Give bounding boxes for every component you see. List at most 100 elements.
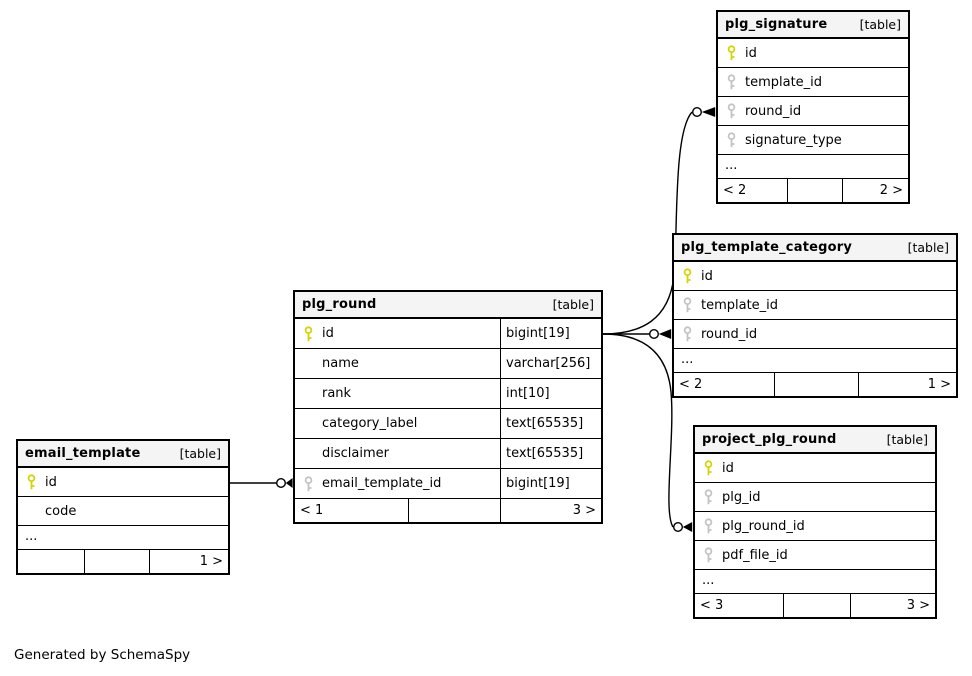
generator-credit: Generated by SchemaSpy: [14, 647, 191, 663]
column-row: plg_round_id: [695, 512, 935, 541]
table-badge: [table]: [886, 432, 928, 447]
table-footer: < 2 1 >: [674, 373, 956, 396]
column-name: id: [322, 326, 334, 341]
relation-email_template-plg_round: [230, 478, 293, 489]
column-row: template_id: [674, 291, 956, 320]
table-title-link[interactable]: plg_template_category: [681, 240, 853, 255]
zero-circle-icon: [673, 522, 684, 533]
table-email-template: email_template [table] id code ... 1 >: [16, 439, 230, 575]
column-row: email_template_id bigint[19]: [295, 469, 601, 499]
more-columns-ellipsis: ...: [18, 526, 228, 550]
primary-key-icon: [304, 325, 313, 342]
table-plg-round: plg_round [table] id bigint[19] name var…: [293, 290, 603, 524]
table-header: plg_template_category [table]: [674, 235, 956, 262]
table-header: plg_signature [table]: [718, 12, 908, 39]
table-header: project_plg_round [table]: [695, 427, 935, 454]
more-columns-ellipsis: ...: [718, 155, 908, 179]
column-row: signature_type: [718, 126, 908, 155]
related-count-left: < 2: [679, 377, 703, 392]
footer-middle-cell: [408, 499, 500, 522]
footer-middle-cell: [774, 373, 858, 396]
zero-circle-icon: [276, 478, 287, 489]
column-row: code: [18, 497, 228, 526]
related-count-left: [18, 550, 84, 573]
related-count-right: 2 >: [842, 179, 908, 202]
column-name: round_id: [745, 103, 802, 119]
column-row: round_id: [674, 320, 956, 349]
table-title-link[interactable]: plg_signature: [725, 17, 828, 32]
column-row: rank int[10]: [295, 379, 601, 409]
zero-circle-icon: [692, 106, 703, 117]
related-count-right: 1 >: [858, 373, 956, 396]
zero-circle-icon: [649, 329, 660, 340]
column-name: id: [722, 460, 734, 476]
related-count-right: 3 >: [500, 499, 601, 522]
footer-middle-cell: [787, 179, 842, 202]
column-name: email_template_id: [322, 476, 442, 491]
table-badge: [table]: [859, 17, 901, 32]
column-type: varchar[256]: [500, 349, 601, 378]
foreign-key-icon: [683, 326, 692, 342]
column-name: disclaimer: [322, 446, 389, 461]
primary-key-icon: [704, 460, 713, 476]
primary-key-icon: [27, 474, 36, 490]
table-title-link[interactable]: email_template: [25, 446, 141, 461]
column-name: id: [701, 268, 713, 284]
foreign-key-icon: [727, 132, 736, 148]
related-count-left: < 3: [700, 598, 724, 613]
primary-key-icon: [727, 45, 736, 61]
related-count-left: < 1: [300, 503, 324, 518]
column-name: pdf_file_id: [722, 547, 788, 563]
table-title-link[interactable]: plg_round: [302, 297, 377, 312]
footer-middle-cell: [783, 594, 850, 617]
column-type: int[10]: [500, 379, 601, 408]
column-type: bigint[19]: [500, 469, 601, 498]
more-columns-ellipsis: ...: [695, 570, 935, 594]
primary-key-icon: [683, 268, 692, 284]
table-footer: < 2 2 >: [718, 179, 908, 202]
column-row: pdf_file_id: [695, 541, 935, 570]
table-footer: 1 >: [18, 550, 228, 573]
more-columns-ellipsis: ...: [674, 349, 956, 373]
table-badge: [table]: [179, 446, 221, 461]
table-plg-signature: plg_signature [table] id template_id rou…: [716, 10, 910, 204]
table-badge: [table]: [552, 297, 594, 312]
table-footer: < 1 3 >: [295, 499, 601, 522]
table-title-link[interactable]: project_plg_round: [702, 432, 837, 447]
column-row: plg_id: [695, 483, 935, 512]
foreign-key-icon: [727, 74, 736, 90]
column-row: template_id: [718, 68, 908, 97]
column-name: name: [322, 356, 359, 371]
column-row: id: [695, 454, 935, 483]
foreign-key-icon: [683, 297, 692, 313]
column-name: id: [45, 474, 57, 490]
column-name: code: [45, 503, 77, 519]
crowsfoot-icon: [658, 329, 672, 339]
foreign-key-icon: [704, 547, 713, 563]
column-type: bigint[19]: [500, 319, 601, 348]
table-header: plg_round [table]: [295, 292, 601, 319]
crowsfoot-icon: [285, 478, 293, 488]
table-project-plg-round: project_plg_round [table] id plg_id plg_…: [693, 425, 937, 619]
related-count-left: < 2: [723, 183, 747, 198]
foreign-key-icon: [304, 475, 313, 492]
column-row: id: [674, 262, 956, 291]
column-name: category_label: [322, 416, 418, 431]
footer-middle-cell: [84, 550, 149, 573]
foreign-key-icon: [704, 518, 713, 534]
column-name: round_id: [701, 326, 758, 342]
column-row: id: [718, 39, 908, 68]
column-row: id bigint[19]: [295, 319, 601, 349]
column-name: template_id: [745, 74, 823, 90]
column-row: disclaimer text[65535]: [295, 439, 601, 469]
column-row: category_label text[65535]: [295, 409, 601, 439]
column-name: id: [745, 45, 757, 61]
relation-plg_round-project_plg_round: [602, 333, 693, 533]
crowsfoot-icon: [682, 522, 693, 532]
column-name: rank: [322, 386, 352, 401]
column-name: plg_round_id: [722, 518, 805, 534]
column-row: round_id: [718, 97, 908, 126]
column-row: name varchar[256]: [295, 349, 601, 379]
related-count-right: 1 >: [149, 550, 228, 573]
column-name: template_id: [701, 297, 779, 313]
